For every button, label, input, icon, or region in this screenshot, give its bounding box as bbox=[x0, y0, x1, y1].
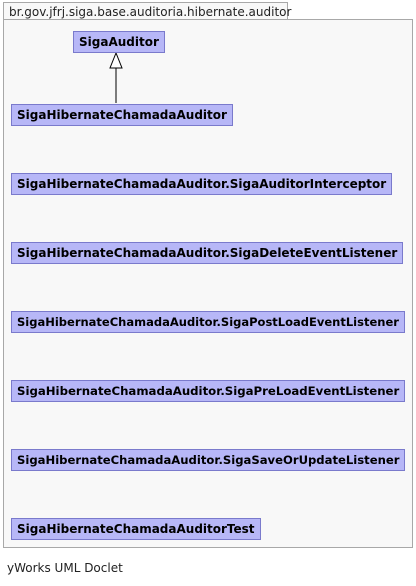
package-tab: br.gov.jfrj.siga.base.auditoria.hibernat… bbox=[3, 2, 292, 20]
class-siga-hibernate-chamada-auditor[interactable]: SigaHibernateChamadaAuditor bbox=[11, 104, 233, 126]
class-name: SigaHibernateChamadaAuditorTest bbox=[17, 522, 255, 536]
footer-label: yWorks UML Doclet bbox=[7, 561, 123, 575]
class-siga-auditor-interceptor[interactable]: SigaHibernateChamadaAuditor.SigaAuditorI… bbox=[11, 173, 393, 195]
class-siga-auditor[interactable]: SigaAuditor bbox=[73, 31, 165, 53]
class-name: SigaHibernateChamadaAuditor.SigaSaveOrUp… bbox=[17, 453, 400, 467]
class-siga-pre-load-event-listener[interactable]: SigaHibernateChamadaAuditor.SigaPreLoadE… bbox=[11, 380, 406, 402]
class-name: SigaHibernateChamadaAuditor.SigaPostLoad… bbox=[17, 315, 399, 329]
class-siga-hibernate-chamada-auditor-test[interactable]: SigaHibernateChamadaAuditorTest bbox=[11, 518, 261, 540]
package-name: br.gov.jfrj.siga.base.auditoria.hibernat… bbox=[9, 5, 292, 19]
class-name: SigaHibernateChamadaAuditor.SigaDeleteEv… bbox=[17, 246, 398, 260]
class-name: SigaAuditor bbox=[79, 35, 159, 49]
class-name: SigaHibernateChamadaAuditor.SigaAuditorI… bbox=[17, 177, 387, 191]
class-siga-save-or-update-listener[interactable]: SigaHibernateChamadaAuditor.SigaSaveOrUp… bbox=[11, 449, 406, 471]
class-siga-delete-event-listener[interactable]: SigaHibernateChamadaAuditor.SigaDeleteEv… bbox=[11, 242, 404, 264]
class-name: SigaHibernateChamadaAuditor.SigaPreLoadE… bbox=[17, 384, 400, 398]
generalization-arrowhead bbox=[109, 51, 123, 69]
class-name: SigaHibernateChamadaAuditor bbox=[17, 108, 227, 122]
class-siga-post-load-event-listener[interactable]: SigaHibernateChamadaAuditor.SigaPostLoad… bbox=[11, 311, 405, 333]
